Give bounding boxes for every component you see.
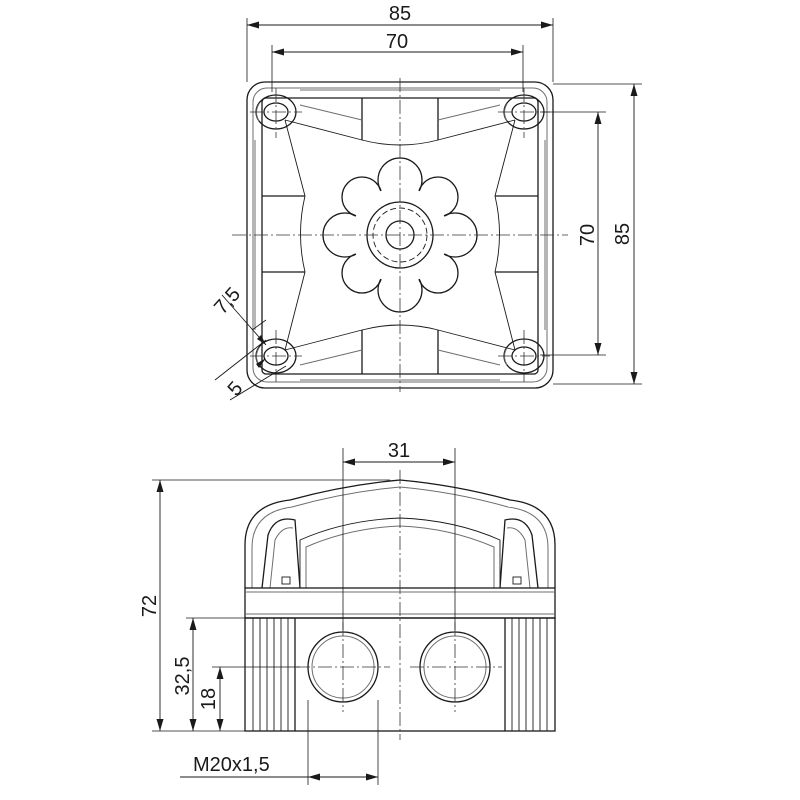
dim-hole-spacing-height: 70 (577, 224, 599, 246)
dim-overall-width: 85 (389, 3, 411, 25)
dim-entry-center-height: 18 (198, 688, 220, 710)
ribbed-side-left (252, 618, 296, 731)
top-view: 85 70 70 85 7,5 5 (210, 3, 642, 400)
thread-label: M20x1,5 (193, 754, 270, 776)
front-view: 31 72 32,5 18 M20x1,5 (139, 440, 556, 785)
dim-hole-slot-length: 7,5 (210, 283, 245, 318)
dim-hole-diameter: 5 (224, 377, 248, 400)
dim-total-height: 72 (139, 595, 161, 617)
ribbed-side-right (504, 618, 548, 731)
dim-entry-height: 32,5 (172, 657, 194, 696)
dim-dome-width: 31 (388, 440, 410, 462)
dim-overall-height: 85 (612, 223, 634, 245)
dim-hole-spacing-width: 70 (386, 31, 408, 53)
